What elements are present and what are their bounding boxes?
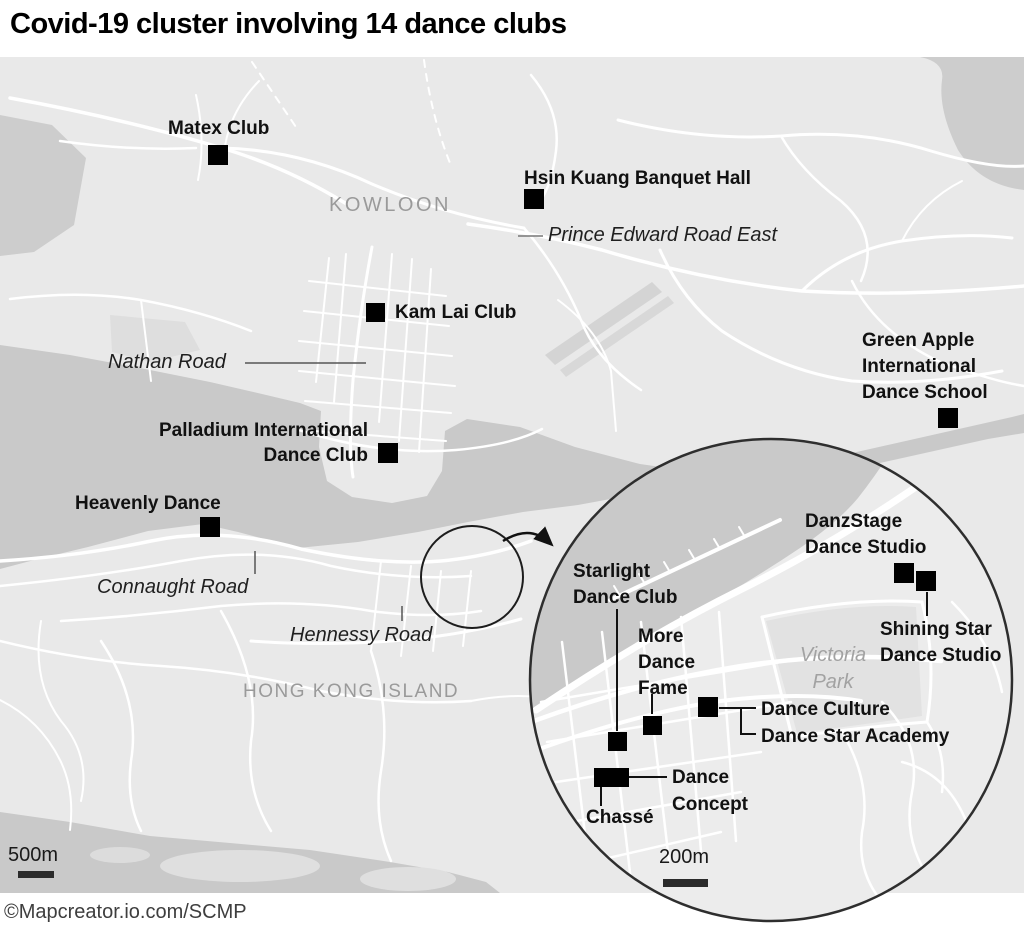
venue-label-hsin-kuang: Hsin Kuang Banquet Hall <box>524 168 751 189</box>
starlight-line1: Starlight <box>573 561 651 582</box>
venue-label-shining-star: Shining Star Dance Studio <box>880 617 1001 669</box>
inset-circle-border <box>528 437 1014 923</box>
venue-marker-shining-star <box>916 571 936 591</box>
venue-label-dance-culture: Dance Culture <box>761 699 890 720</box>
more-dance-fame-line3: Fame <box>638 678 688 699</box>
green-apple-line3: Dance School <box>862 382 988 403</box>
venue-label-green-apple: Green Apple International Dance School <box>862 328 988 406</box>
more-dance-fame-line2: Dance <box>638 652 696 673</box>
green-apple-line2: International <box>862 356 977 377</box>
venue-label-heavenly-dance: Heavenly Dance <box>75 493 221 514</box>
inset-zoom-circle <box>528 437 1014 923</box>
region-label-victoria-park: Victoria Park <box>785 642 881 696</box>
venue-label-dance-star-academy: Dance Star Academy <box>761 726 950 747</box>
venue-label-palladium: Palladium International Dance Club <box>140 418 368 468</box>
dance-concept-line2: Concept <box>672 794 748 815</box>
venue-marker-matex-club <box>208 145 228 165</box>
zoom-arrow <box>502 526 554 547</box>
road-label-connaught: Connaught Road <box>97 576 249 598</box>
venue-label-danzstage: DanzStage Dance Studio <box>805 509 926 561</box>
venue-label-matex-club: Matex Club <box>168 118 270 139</box>
venue-marker-hsin-kuang <box>524 189 544 209</box>
dance-concept-line1: Dance <box>672 767 730 788</box>
venue-label-chasse: Chassé <box>586 807 654 828</box>
scale-bar-main <box>18 871 54 878</box>
road-label-prince-edward: Prince Edward Road East <box>548 224 778 246</box>
starlight-line2: Dance Club <box>573 587 678 608</box>
region-label-hong-kong-island: HONG KONG ISLAND <box>243 681 460 702</box>
venue-label-dance-concept: Dance Concept <box>672 764 748 818</box>
danzstage-line1: DanzStage <box>805 511 903 532</box>
victoria-park-line1: Victoria <box>799 644 867 666</box>
victoria-park-line2: Park <box>812 671 854 693</box>
shining-star-line2: Dance Studio <box>880 645 1002 666</box>
venue-marker-chasse <box>594 768 613 787</box>
page-title: Covid-19 cluster involving 14 dance club… <box>10 8 567 40</box>
attribution-text: ©Mapcreator.io.com/SCMP <box>4 901 247 923</box>
danzstage-line2: Dance Studio <box>805 537 927 558</box>
water-southwest <box>0 812 500 893</box>
venue-marker-kam-lai <box>366 303 385 322</box>
palladium-line2: Dance Club <box>263 445 368 466</box>
scale-bar-inset <box>663 879 708 887</box>
green-apple-line1: Green Apple <box>862 330 975 351</box>
palladium-line1: Palladium International <box>158 420 368 441</box>
water-harbour <box>0 282 1024 569</box>
venue-label-kam-lai: Kam Lai Club <box>395 302 517 323</box>
more-dance-fame-line1: More <box>638 626 684 647</box>
venue-marker-dance-concept <box>610 768 629 787</box>
road-label-nathan: Nathan Road <box>108 351 226 373</box>
venue-marker-more-dance-fame <box>643 716 662 735</box>
venue-marker-green-apple <box>938 408 958 428</box>
terrain-patches <box>0 57 1024 256</box>
venue-label-more-dance-fame: More Dance Fame <box>638 624 695 702</box>
road-network <box>0 59 1024 863</box>
venue-label-starlight: Starlight Dance Club <box>573 559 678 611</box>
venue-marker-starlight <box>608 732 627 751</box>
venue-marker-danzstage <box>894 563 914 583</box>
shining-star-line1: Shining Star <box>880 619 992 640</box>
inset-water <box>530 439 900 712</box>
inset-roads <box>530 439 1012 904</box>
road-label-hennessy: Hennessy Road <box>290 624 433 646</box>
zoom-source-indicator <box>420 525 554 629</box>
scale-label-main: 500m <box>8 844 59 866</box>
venue-marker-heavenly-dance <box>200 517 220 537</box>
venue-marker-palladium <box>378 443 398 463</box>
venue-marker-dance-culture <box>698 697 718 717</box>
scale-label-inset: 200m <box>659 846 710 868</box>
region-label-kowloon: KOWLOON <box>329 194 451 216</box>
leader-lines <box>245 235 928 806</box>
